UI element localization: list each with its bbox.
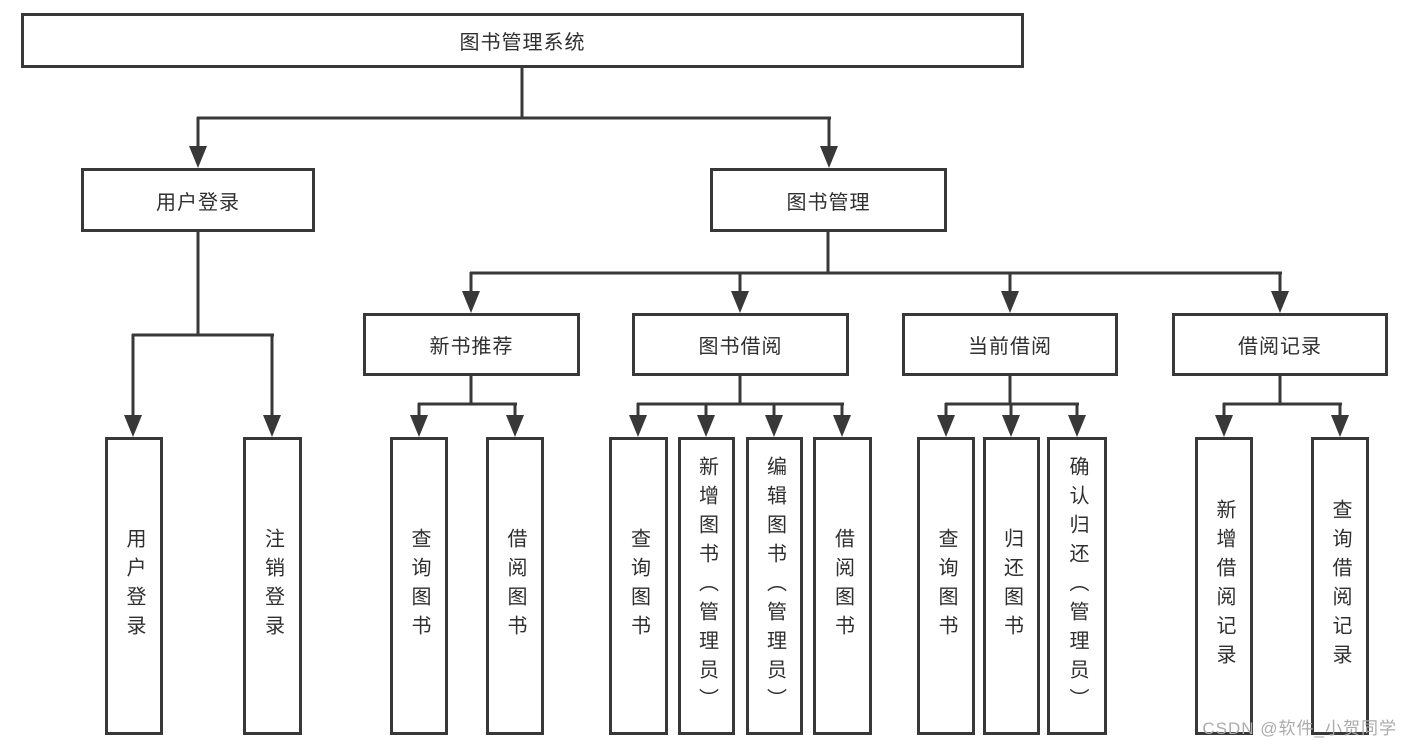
- arrow-down-icon: [462, 291, 480, 313]
- connector-line: [738, 376, 742, 405]
- connector-line: [1278, 376, 1282, 405]
- connector-line: [197, 116, 831, 120]
- arrow-down-icon: [1331, 415, 1349, 437]
- leaf-edit-book-admin-label: 编辑图书（管理员）: [763, 455, 786, 717]
- connector-line: [1223, 402, 1342, 406]
- connector-line: [637, 402, 844, 406]
- leaf-add-book-admin-label: 新增图书（管理员）: [695, 455, 718, 717]
- arrow-down-icon: [833, 415, 851, 437]
- connector-line: [826, 232, 830, 274]
- arrow-down-icon: [629, 415, 647, 437]
- connector-line: [469, 272, 473, 292]
- node-borrow-records-label: 借阅记录: [1238, 336, 1322, 358]
- connector-line: [1222, 403, 1226, 417]
- node-book-borrowing-label: 图书借阅: [698, 336, 783, 358]
- node-current-borrowing: 当前借阅: [902, 313, 1118, 376]
- leaf-user-login: 用户登录: [105, 437, 163, 735]
- connector-line: [840, 403, 844, 417]
- connector-line: [772, 403, 776, 417]
- leaf-borrow-book-recommend-label: 借阅图书: [504, 528, 526, 644]
- connector-line: [1008, 376, 1012, 405]
- leaf-query-book-recommend-label: 查询图书: [408, 528, 430, 644]
- leaf-query-book-current-label: 查询图书: [935, 528, 957, 644]
- connector-line: [1008, 272, 1012, 292]
- leaf-query-book-borrowing: 查询图书: [609, 437, 668, 735]
- leaf-logout-label: 注销登录: [261, 528, 284, 644]
- connector-line: [470, 271, 1282, 275]
- arrow-down-icon: [1002, 415, 1020, 437]
- connector-line: [417, 403, 421, 417]
- node-borrow-records: 借阅记录: [1172, 313, 1388, 376]
- connector-line: [418, 402, 517, 406]
- csdn-watermark: CSDN @软件_小贺同学: [1202, 719, 1397, 738]
- connector-line: [513, 403, 517, 417]
- node-root: 图书管理系统: [21, 13, 1024, 68]
- node-book-borrowing: 图书借阅: [632, 313, 849, 376]
- connector-line: [827, 117, 831, 148]
- node-user-login: 用户登录: [81, 168, 315, 232]
- leaf-return-book: 归还图书: [983, 437, 1040, 735]
- arrow-down-icon: [937, 415, 955, 437]
- connector-line: [196, 232, 200, 336]
- connector-line: [196, 117, 200, 148]
- connector-line: [1009, 403, 1013, 417]
- leaf-query-borrow-record: 查询借阅记录: [1311, 437, 1369, 735]
- connector-line: [469, 376, 473, 405]
- arrow-down-icon: [410, 415, 428, 437]
- leaf-query-book-current: 查询图书: [917, 437, 975, 735]
- leaf-add-borrow-record: 新增借阅记录: [1195, 437, 1253, 735]
- connector-line: [132, 333, 274, 337]
- arrow-down-icon: [1068, 415, 1086, 437]
- leaf-edit-book-admin: 编辑图书（管理员）: [746, 437, 803, 735]
- node-root-label: 图书管理系统: [459, 32, 586, 54]
- connector-line: [1278, 272, 1282, 292]
- connector-line: [520, 68, 524, 119]
- node-new-book-recommend: 新书推荐: [363, 313, 580, 376]
- arrow-down-icon: [506, 415, 524, 437]
- leaf-query-book-recommend: 查询图书: [390, 437, 448, 735]
- leaf-user-login-label: 用户登录: [123, 528, 145, 644]
- leaf-add-borrow-record-label: 新增借阅记录: [1213, 499, 1235, 673]
- connector-line: [1338, 403, 1342, 417]
- node-book-management: 图书管理: [710, 168, 947, 232]
- leaf-query-borrow-record-label: 查询借阅记录: [1329, 499, 1351, 673]
- node-user-login-label: 用户登录: [156, 191, 240, 214]
- node-new-book-recommend-label: 新书推荐: [429, 336, 514, 358]
- connector-line: [270, 334, 274, 417]
- leaf-query-book-borrowing-label: 查询图书: [627, 528, 650, 644]
- leaf-confirm-return-admin-label: 确认归还（管理员）: [1066, 455, 1088, 717]
- leaf-return-book-label: 归还图书: [1000, 528, 1023, 644]
- arrow-down-icon: [697, 415, 715, 437]
- node-book-management-label: 图书管理: [786, 191, 871, 214]
- arrow-down-icon: [765, 415, 783, 437]
- connector-line: [131, 334, 135, 417]
- leaf-borrow-book-borrowing: 借阅图书: [813, 437, 872, 735]
- arrow-down-icon: [1001, 291, 1019, 313]
- connector-line: [1075, 403, 1079, 417]
- leaf-add-book-admin: 新增图书（管理员）: [678, 437, 735, 735]
- arrow-down-icon: [731, 291, 749, 313]
- arrow-down-icon: [124, 415, 142, 437]
- connector-line: [738, 272, 742, 292]
- leaf-logout: 注销登录: [243, 437, 302, 735]
- arrow-down-icon: [1215, 415, 1233, 437]
- connector-line: [636, 403, 640, 417]
- leaf-borrow-book-borrowing-label: 借阅图书: [831, 528, 854, 644]
- node-current-borrowing-label: 当前借阅: [968, 336, 1052, 358]
- leaf-borrow-book-recommend: 借阅图书: [486, 437, 544, 735]
- arrow-down-icon: [263, 415, 281, 437]
- arrow-down-icon: [189, 146, 207, 168]
- connector-line: [944, 403, 948, 417]
- arrow-down-icon: [1271, 291, 1289, 313]
- arrow-down-icon: [820, 146, 838, 168]
- connector-line: [704, 403, 708, 417]
- leaf-confirm-return-admin: 确认归还（管理员）: [1047, 437, 1107, 735]
